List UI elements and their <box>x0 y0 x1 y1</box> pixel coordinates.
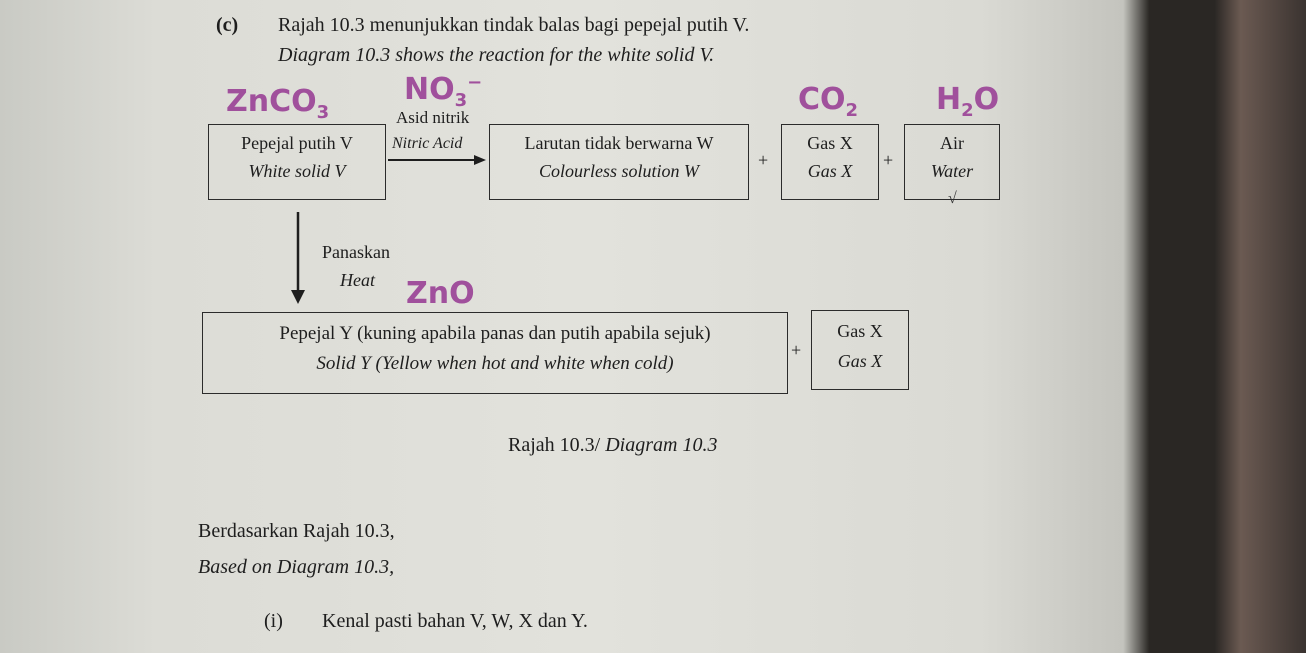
box-white-solid-v: Pepejal putih V White solid V <box>208 124 386 200</box>
based-on-ms: Berdasarkan Rajah 10.3, <box>198 520 395 542</box>
question-text-en: Diagram 10.3 shows the reaction for the … <box>278 44 715 66</box>
box-colourless-solution-w: Larutan tidak berwarna W Colourless solu… <box>489 124 749 200</box>
box-water-ms: Air <box>940 133 964 153</box>
plus-sign-2: + <box>883 150 894 170</box>
plus-sign-3: + <box>791 340 802 360</box>
heat-arrow <box>291 212 305 304</box>
handwriting-no3: NO3− <box>404 72 483 111</box>
caption-en: Diagram 10.3 <box>605 434 718 456</box>
handwriting-zno: ZnO <box>406 276 475 311</box>
question-label: (c) <box>216 14 239 36</box>
heat-label-en: Heat <box>340 270 375 290</box>
box-gas-top-en: Gas X <box>807 161 853 181</box>
box-gas-bottom-ms: Gas X <box>837 321 883 341</box>
diagram-caption: Rajah 10.3/ Diagram 10.3 <box>508 434 717 457</box>
reaction-arrow <box>388 155 486 165</box>
box-w-en: Colourless solution W <box>538 161 699 181</box>
heat-label-ms: Panaskan <box>322 242 390 262</box>
handwriting-znco3: ZnCO3 <box>226 84 330 123</box>
subquestion-text: Kenal pasti bahan V, W, X dan Y. <box>322 610 588 632</box>
box-v-en: White solid V <box>248 161 346 181</box>
box-gas-bottom-en: Gas X <box>837 351 883 371</box>
box-gas-x-bottom: Gas X Gas X <box>811 310 909 390</box>
reagent-label-ms: Asid nitrik <box>396 108 470 127</box>
caption-ms: Rajah 10.3/ <box>508 434 601 456</box>
box-y-en: Solid Y (Yellow when hot and white when … <box>316 353 674 374</box>
box-water: Air Water <box>904 124 1000 200</box>
handwriting-co2: CO2 <box>798 82 859 121</box>
question-text-ms: Rajah 10.3 menunjukkan tindak balas bagi… <box>278 14 750 36</box>
based-on-en: Based on Diagram 10.3, <box>198 556 395 578</box>
plus-sign-1: + <box>758 150 769 170</box>
reagent-label-en: Nitric Acid <box>392 135 463 152</box>
tick-mark: √ <box>948 190 957 207</box>
subquestion-label: (i) <box>264 610 283 632</box>
box-gas-x-top: Gas X Gas X <box>781 124 879 200</box>
box-y-ms: Pepejal Y (kuning apabila panas dan puti… <box>279 323 711 344</box>
box-gas-top-ms: Gas X <box>807 133 853 153</box>
box-water-en: Water <box>930 161 974 181</box>
box-solid-y: Pepejal Y (kuning apabila panas dan puti… <box>202 312 788 394</box>
box-v-ms: Pepejal putih V <box>241 133 353 153</box>
handwriting-h2o: H2O <box>936 82 1000 121</box>
box-w-ms: Larutan tidak berwarna W <box>524 133 714 153</box>
